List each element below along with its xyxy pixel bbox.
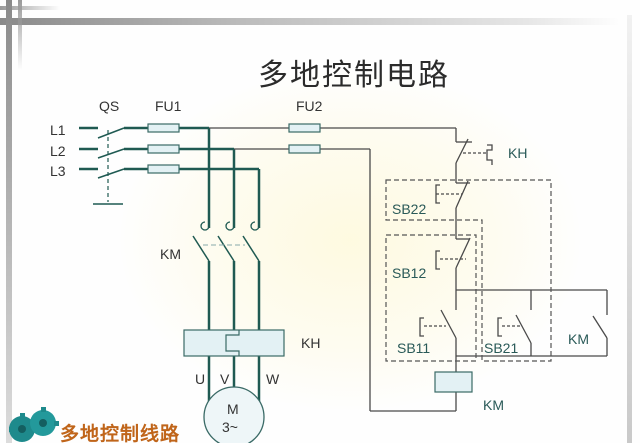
- label-u: U: [195, 371, 205, 387]
- frame-left-accent: [18, 0, 22, 70]
- sb12-button: [435, 250, 440, 270]
- label-km-coil: KM: [483, 397, 504, 413]
- fu1-fuses: [147, 123, 180, 174]
- label-v: V: [220, 371, 230, 387]
- sb11-blade: [440, 309, 457, 339]
- qs-blade-2: [97, 148, 125, 159]
- station-1-box: [385, 234, 477, 362]
- qs-blade-3: [97, 168, 125, 179]
- label-fu1: FU1: [155, 98, 182, 114]
- fu1-fuse-2: [147, 144, 180, 154]
- fu2-fuses: [288, 123, 321, 154]
- control-circuit: [209, 127, 608, 412]
- km-coil: [434, 371, 473, 393]
- km-arc-2: [225, 221, 235, 231]
- kh-heater-symbol: [225, 330, 240, 356]
- motor-symbol: [203, 386, 265, 443]
- kh-nc-blade: [455, 138, 469, 164]
- label-motor-phase: 3~: [222, 419, 238, 435]
- kh-block: [183, 329, 285, 357]
- label-motor-m: M: [227, 401, 239, 417]
- label-km-hold: KM: [568, 331, 589, 347]
- label-kh-ctrl: KH: [508, 145, 527, 161]
- km-hold-blade: [592, 315, 608, 339]
- sb21-blade: [515, 314, 532, 344]
- km-arc-marks: [200, 221, 260, 231]
- label-l2: L2: [50, 143, 66, 159]
- label-sb12: SB12: [392, 265, 426, 281]
- station-2-box: [385, 179, 552, 362]
- label-fu2: FU2: [296, 98, 323, 114]
- sb12-blade: [455, 237, 471, 269]
- label-sb22: SB22: [392, 201, 426, 217]
- frame-top-accent: [0, 6, 60, 10]
- label-l3: L3: [50, 163, 66, 179]
- power-circuit: [79, 126, 261, 402]
- label-kh-main: KH: [301, 335, 320, 351]
- fu1-fuse-1: [147, 123, 180, 133]
- frame-right-bar: [627, 15, 632, 443]
- label-sb11: SB11: [397, 340, 430, 356]
- sb22-button: [435, 184, 440, 204]
- station-boxes: [385, 179, 552, 362]
- fu2-fuse-2: [288, 144, 321, 154]
- label-sb21: SB21: [484, 340, 518, 356]
- sb21-button: [497, 317, 502, 337]
- slide-title: 多地控制电路: [258, 58, 450, 93]
- sb11-button: [419, 317, 424, 337]
- frame-left-bar: [6, 0, 12, 443]
- label-l1: L1: [50, 122, 66, 138]
- km-contact-1: [192, 235, 210, 262]
- fu1-fuse-3: [147, 164, 180, 174]
- km-contact-2: [217, 235, 235, 262]
- km-contact-3: [242, 235, 260, 262]
- kh-thermal-element: [183, 329, 285, 357]
- label-qs: QS: [99, 98, 119, 114]
- km-arc-3: [250, 221, 260, 231]
- gears-icon: [9, 407, 59, 442]
- fu2-fuse-1: [288, 123, 321, 133]
- label-km-main: KM: [160, 246, 181, 262]
- qs-blade-1: [97, 127, 125, 139]
- label-w: W: [266, 371, 280, 387]
- km-arc-1: [200, 221, 210, 231]
- frame-top-bar: [0, 18, 620, 25]
- footer-caption: 多地控制线路: [60, 423, 181, 445]
- kh-nc-actuator: [486, 144, 493, 165]
